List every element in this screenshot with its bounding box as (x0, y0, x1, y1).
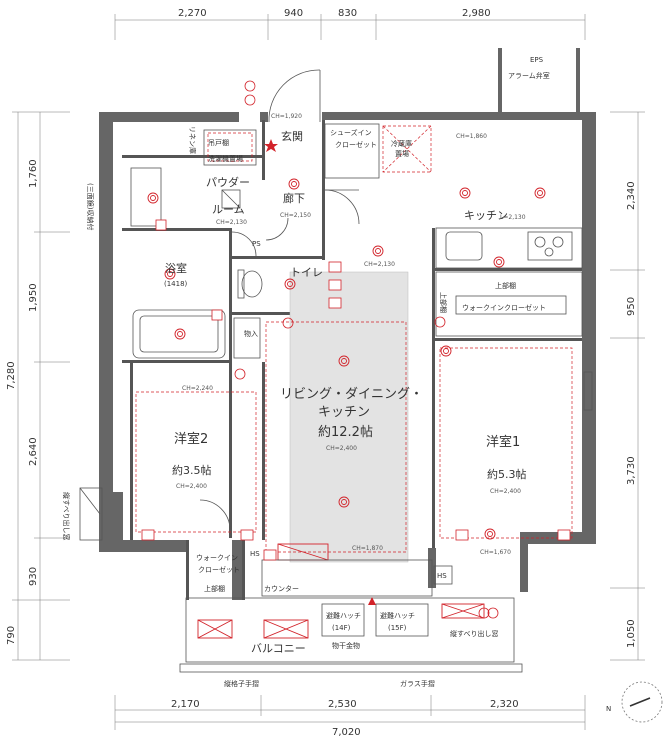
svg-text:CH=2,240: CH=2,240 (182, 385, 213, 392)
svg-text:N: N (606, 705, 611, 713)
svg-text:CH=1,870: CH=1,870 (352, 545, 383, 552)
vertical-rail-label: 縦格子手摺 (224, 679, 259, 688)
dim-left-5: 790 (6, 626, 17, 645)
western1-size-label: 約5.3帖 (487, 467, 527, 481)
dim-right-4: 1,050 (626, 619, 637, 648)
entrance-star-icon (264, 139, 278, 152)
washer-label: 洗濯機置場 (208, 154, 243, 163)
dim-top-4: 2,980 (462, 8, 491, 19)
glass-rail-label: ガラス手摺 (400, 679, 435, 688)
fridge-label-2: 置場 (395, 149, 409, 158)
dim-left-1: 1,760 (28, 159, 39, 188)
dimension-lines (12, 14, 645, 730)
dim-right-3: 3,730 (626, 456, 637, 485)
upper-shelf-v-label: 上部棚 (439, 292, 448, 313)
rouka-label: 廊下 (283, 191, 305, 205)
upper-shelf-2-label: 上部棚 (204, 584, 225, 593)
svg-text:CH=2,400: CH=2,400 (326, 445, 357, 452)
balcony-label: バルコニー (251, 642, 306, 655)
walkin2-label-1: ウォークイン (196, 554, 238, 562)
dim-left-total: 7,280 (6, 361, 17, 390)
svg-text:CH=2,400: CH=2,400 (176, 483, 207, 490)
room-labels: EPS アラーム弁室 玄関 シューズイン クローゼット 冷蔵庫 置場 洗濯機置場… (62, 56, 550, 688)
wic-label: ウォークインクローゼット (462, 303, 546, 312)
dim-bottom-2: 2,530 (328, 699, 357, 710)
kitchen-label: キッチン (464, 209, 508, 222)
hs-label: HS (250, 550, 260, 558)
bath-label: 浴室 (165, 261, 187, 275)
dim-total: 7,020 (332, 727, 361, 738)
hatch1-label-2: (14F) (332, 624, 351, 632)
window-left-label: 縦すべり出し窓 (62, 492, 71, 541)
kitchen-l-label: L=2,130 (500, 214, 526, 221)
dim-left-3: 2,640 (28, 437, 39, 466)
dim-left-2: 1,950 (28, 283, 39, 312)
svg-text:CH=2,130: CH=2,130 (216, 219, 247, 226)
svg-text:CH=1,670: CH=1,670 (480, 549, 511, 556)
western1-label: 洋室1 (486, 434, 520, 450)
dim-top-1: 2,270 (178, 8, 207, 19)
hs2-label: HS (437, 572, 447, 580)
ldk-label-1: リビング・ダイニング・ (280, 387, 423, 402)
eps-label: EPS (530, 56, 544, 64)
upper-shelf-label: 上部棚 (495, 281, 516, 290)
ldk-size-label: 約12.2帖 (318, 425, 373, 440)
toilet-label: トイレ (290, 266, 323, 279)
dim-right-2: 950 (626, 297, 637, 316)
powder-label-2: ルーム (212, 203, 245, 216)
interior-walls (122, 120, 582, 600)
ceiling-height-labels: CH=1,920 CH=1,860 CH=2,130 CH=2,150 CH=2… (176, 113, 521, 556)
counter-label: カウンター (264, 584, 299, 593)
hatch1-label-1: 避難ハッチ (326, 611, 361, 620)
svg-text:CH=2,150: CH=2,150 (280, 212, 311, 219)
dim-top-3: 830 (338, 8, 357, 19)
fixtures: N (79, 69, 663, 723)
svg-text:CH=2,400: CH=2,400 (490, 488, 521, 495)
hatch2-label-1: 避難ハッチ (380, 611, 415, 620)
bath-size-label: (1418) (164, 280, 188, 288)
shoe-closet-label-1: シューズイン (330, 128, 372, 137)
hanging-label: 吊戸棚 (208, 138, 229, 147)
dim-right-1: 2,340 (626, 181, 637, 210)
drying-label: 物干金物 (332, 641, 360, 650)
fridge-label-1: 冷蔵庫 (391, 139, 412, 148)
western2-size-label: 約3.5帖 (172, 463, 212, 477)
linen-label: リネン庫 (188, 126, 197, 154)
alarm-valve-label: アラーム弁室 (508, 71, 550, 80)
svg-text:CH=2,130: CH=2,130 (364, 261, 395, 268)
ps-label: PS (252, 240, 261, 248)
storage-label: 物入 (244, 329, 258, 338)
dim-bottom-1: 2,170 (171, 699, 200, 710)
svg-text:CH=1,860: CH=1,860 (456, 133, 487, 140)
dim-left-4: 930 (28, 567, 39, 586)
svg-text:CH=1,920: CH=1,920 (271, 113, 302, 120)
shelf-left-label: (三面鏡)収納付 (86, 183, 95, 230)
western2-label: 洋室2 (174, 431, 208, 447)
powder-label-1: パウダー (206, 175, 250, 189)
hatch2-label-2: (15F) (388, 624, 407, 632)
genkan-label: 玄関 (281, 129, 303, 143)
walkin2-label-2: クローゼット (198, 565, 240, 574)
dim-top-2: 940 (284, 8, 303, 19)
ldk-label-2: キッチン (318, 405, 370, 420)
window-right-label: 縦すべり出し窓 (450, 629, 499, 638)
compass-icon (621, 681, 663, 723)
dim-bottom-3: 2,320 (490, 699, 519, 710)
ldk-shaded-area (289, 271, 409, 563)
shoe-closet-label-2: クローゼット (335, 140, 377, 149)
dimension-labels: 2,270 940 830 2,980 2,170 2,530 2,320 7,… (6, 8, 637, 738)
